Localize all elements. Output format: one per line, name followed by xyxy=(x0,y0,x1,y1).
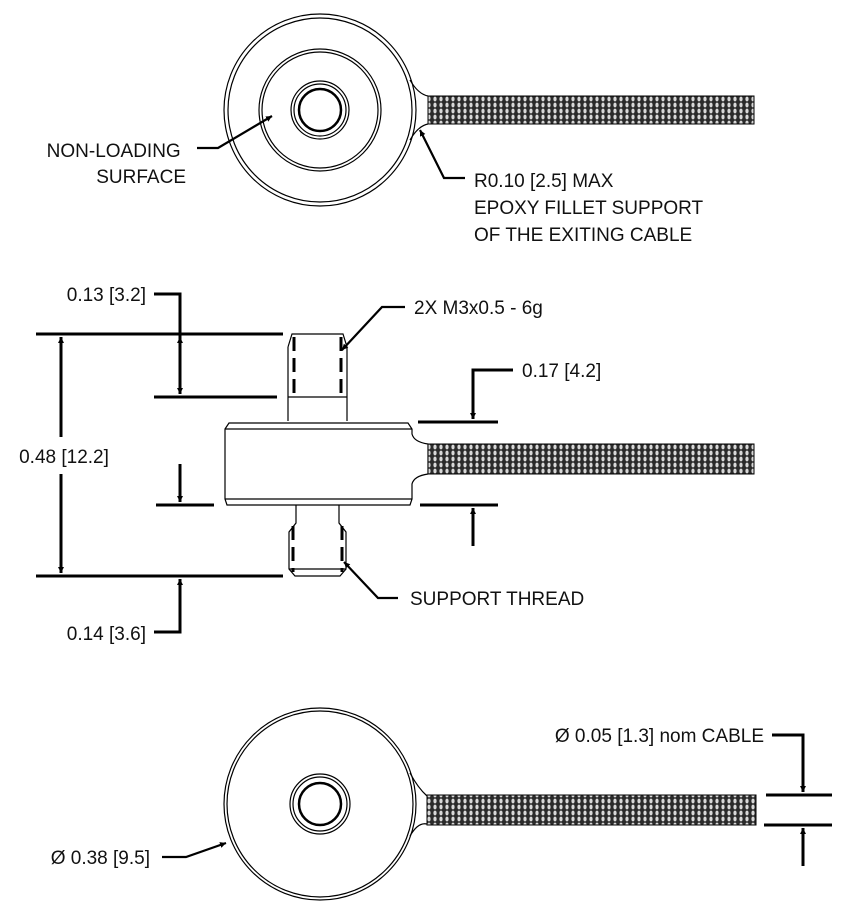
epoxy-fillet-label: R0.10 [2.5] MAX EPOXY FILLET SUPPORT OF … xyxy=(474,171,708,246)
top-view: NON-LOADING SURFACE R0.10 [2.5] MAX EPOX… xyxy=(47,13,755,246)
dim-body-height-text: 0.17 [4.2] xyxy=(522,361,601,382)
side-view: 0.13 [3.2] 0.48 [12.2] 0.14 [3.6] 0.17 [… xyxy=(19,285,755,645)
bottom-view: Ø 0.38 [9.5] Ø 0.05 [1.3] nom CABLE xyxy=(51,707,832,901)
bottom-cable xyxy=(426,794,757,826)
non-loading-label: NON-LOADING SURFACE xyxy=(47,141,186,188)
support-thread-text: SUPPORT THREAD xyxy=(410,589,584,610)
body-diameter-leader xyxy=(162,841,227,859)
top-body-outline xyxy=(223,13,417,207)
thread-spec-text: 2X M3x0.5 - 6g xyxy=(414,298,543,319)
dim-top-thread-leader xyxy=(154,292,182,337)
epoxy-fillet-leader xyxy=(419,129,465,180)
dim-overall-text: 0.48 [12.2] xyxy=(19,447,109,468)
dim-bottom-thread-leader xyxy=(154,579,183,634)
support-thread-leader xyxy=(343,561,398,600)
top-thread-stud xyxy=(287,333,348,421)
body-diameter-text: Ø 0.38 [9.5] xyxy=(51,848,150,869)
top-cable xyxy=(427,95,755,125)
top-cable-fillet xyxy=(409,79,429,141)
dim-top-thread-text: 0.13 [3.2] xyxy=(67,285,146,306)
bottom-thread-stud xyxy=(288,505,347,577)
non-loading-leader xyxy=(197,115,273,150)
side-cable xyxy=(427,443,755,475)
dim-body-height-leader xyxy=(470,368,513,419)
side-body xyxy=(224,422,429,506)
cable-diameter-leader xyxy=(772,733,806,792)
cable-diameter-text: Ø 0.05 [1.3] nom CABLE xyxy=(555,726,764,747)
thread-spec-leader xyxy=(341,305,405,351)
dim-bottom-thread-text: 0.14 [3.6] xyxy=(67,624,146,645)
bottom-body-outline xyxy=(223,707,417,901)
bottom-cable-fillet xyxy=(409,772,428,837)
